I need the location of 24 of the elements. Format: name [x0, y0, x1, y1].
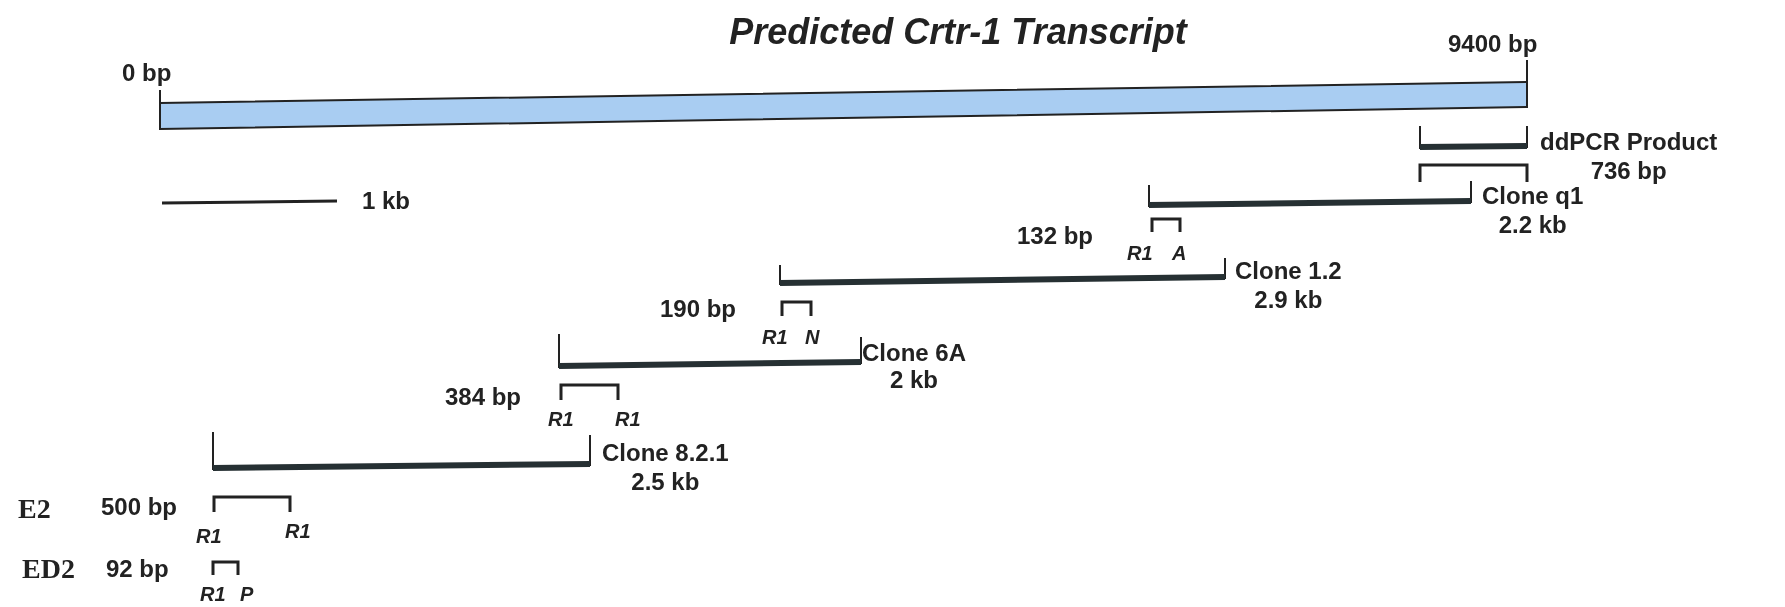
restriction-site-label: P	[240, 581, 254, 607]
clone-label: Clone 8.2.1 2.5 kb	[602, 437, 729, 496]
position-label: 9400 bp	[1448, 28, 1538, 58]
fragment-size-label: 384 bp	[445, 381, 522, 411]
fragment-size-label: 132 bp	[1017, 220, 1094, 250]
fragment-size-label: 500 bp	[101, 491, 178, 521]
restriction-site-label: N	[805, 324, 820, 350]
restriction-site-label: R1	[200, 581, 226, 607]
lane-label: E2	[18, 493, 51, 523]
restriction-site-label: R1	[1127, 240, 1153, 266]
position-label: 0 bp	[122, 57, 172, 87]
clone-label: Clone 1.2 2.9 kb	[1235, 255, 1342, 314]
restriction-site-label: A	[1172, 240, 1187, 266]
restriction-site-label: R1	[285, 518, 311, 544]
title: Predicted Crtr-1 Transcript	[729, 10, 1187, 54]
fragment-size-label: 190 bp	[660, 293, 737, 323]
restriction-site-label: R1	[196, 523, 222, 549]
restriction-site-label: R1	[548, 406, 574, 432]
lane-label: ED2	[22, 553, 75, 583]
fragment-size-label: 92 bp	[106, 553, 169, 583]
clone-label: Clone 6A 2 kb	[862, 338, 966, 393]
restriction-site-label: R1	[615, 406, 641, 432]
scale-label: 1 kb	[362, 185, 411, 215]
restriction-site-label: R1	[762, 324, 788, 350]
